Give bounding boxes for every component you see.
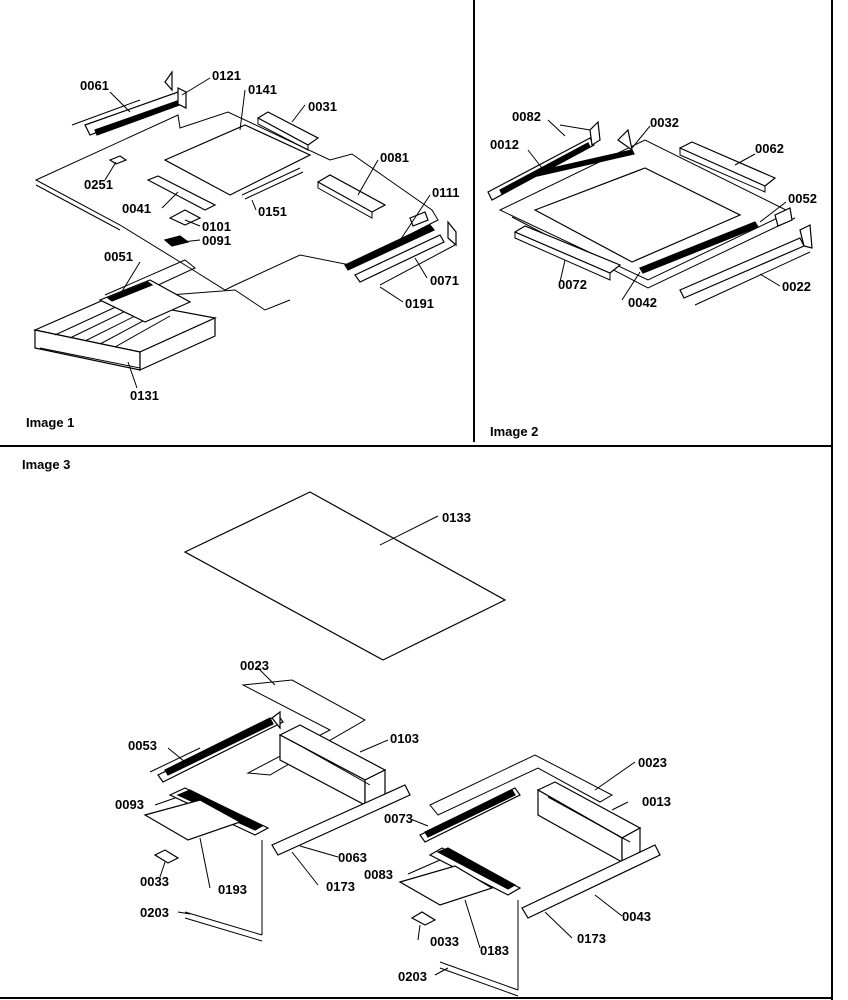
callout-0051: 0051 — [104, 249, 133, 264]
callout-0041: 0041 — [122, 201, 151, 216]
callout-0081: 0081 — [380, 150, 409, 165]
callout-0083: 0083 — [364, 867, 393, 882]
callout-0071: 0071 — [430, 273, 459, 288]
callout-0183: 0183 — [480, 943, 509, 958]
image3-callouts: 0133 0023 0053 0103 0093 0063 0173 0033 … — [22, 457, 671, 984]
callout-0072: 0072 — [558, 277, 587, 292]
callout-0121: 0121 — [212, 68, 241, 83]
image1-callouts: 0061 0121 0141 0031 0081 0251 0041 0151 … — [26, 68, 460, 430]
callout-0033-left: 0033 — [140, 874, 169, 889]
callout-0012: 0012 — [490, 137, 519, 152]
callout-0091: 0091 — [202, 233, 231, 248]
callout-0141: 0141 — [248, 82, 277, 97]
callout-0173-right: 0173 — [577, 931, 606, 946]
callout-0093: 0093 — [115, 797, 144, 812]
callout-0042: 0042 — [628, 295, 657, 310]
callout-0111: 0111 — [432, 185, 460, 200]
image3-title: Image 3 — [22, 457, 70, 472]
callout-0082: 0082 — [512, 109, 541, 124]
callout-0053: 0053 — [128, 738, 157, 753]
callout-0023-right: 0023 — [638, 755, 667, 770]
callout-0061: 0061 — [80, 78, 109, 93]
callout-0151: 0151 — [258, 204, 287, 219]
callout-0052: 0052 — [788, 191, 817, 206]
callout-0043: 0043 — [622, 909, 651, 924]
callout-0133: 0133 — [442, 510, 471, 525]
image2-title: Image 2 — [490, 424, 538, 439]
callout-0013: 0013 — [642, 794, 671, 809]
callout-0101: 0101 — [202, 219, 231, 234]
callout-0023-left: 0023 — [240, 658, 269, 673]
callout-0173-left: 0173 — [326, 879, 355, 894]
callout-0203-left: 0203 — [140, 905, 169, 920]
callout-0251: 0251 — [84, 177, 113, 192]
callout-0063-left: 0063 — [338, 850, 367, 865]
callout-0033-right: 0033 — [430, 934, 459, 949]
image2-callouts: 0082 0032 0012 0062 0052 0072 0042 0022 … — [490, 109, 817, 439]
callout-0073: 0073 — [384, 811, 413, 826]
image1-leaders — [104, 77, 431, 389]
callout-0131: 0131 — [130, 388, 159, 403]
image2-drawing — [487, 120, 813, 306]
callout-0203-right: 0203 — [398, 969, 427, 984]
image1-drawing — [33, 70, 457, 371]
image2-leaders — [527, 119, 787, 301]
callout-0103: 0103 — [390, 731, 419, 746]
callout-0022: 0022 — [782, 279, 811, 294]
image3-drawing — [143, 491, 661, 997]
image3-leaders — [154, 515, 636, 976]
image1-title: Image 1 — [26, 415, 74, 430]
callout-0193: 0193 — [218, 882, 247, 897]
callout-0191: 0191 — [405, 296, 434, 311]
callout-0032: 0032 — [650, 115, 679, 130]
callout-0031: 0031 — [308, 99, 337, 114]
callout-0062: 0062 — [755, 141, 784, 156]
